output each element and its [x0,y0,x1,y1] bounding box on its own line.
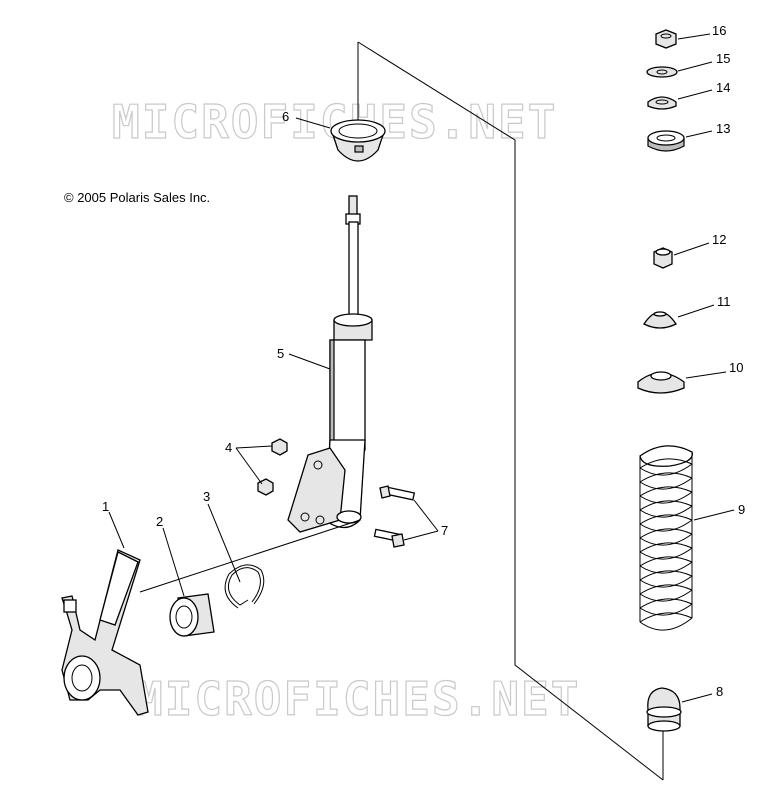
callout-9: 9 [738,502,745,517]
part-16-nut [655,29,677,49]
part-2-bearing [169,593,215,637]
assembly-outline [357,41,664,781]
part-5-strut [287,195,373,533]
part-15-washer [646,66,678,78]
callout-16: 16 [712,23,726,38]
callout-2: 2 [156,514,163,529]
callout-4: 4 [225,440,232,455]
callout-14: 14 [716,80,730,95]
part-13-bearing [647,130,685,152]
callout-12: 12 [712,232,726,247]
part-7-bolts [373,485,416,548]
part-1-knuckle [61,549,149,716]
part-10-spring-seat [637,371,685,394]
part-3-snap-ring [224,564,265,609]
watermark-bottom: MICROFICHES.NET [135,672,580,726]
copyright-text: © 2005 Polaris Sales Inc. [64,190,210,205]
callout-7: 7 [441,523,448,538]
part-9-spring [639,445,693,631]
watermark-top: MICROFICHES.NET [112,95,557,149]
callout-3: 3 [203,489,210,504]
callout-15: 15 [716,51,730,66]
part-6-upper-mount [330,119,386,162]
callout-1: 1 [102,499,109,514]
callout-10: 10 [729,360,743,375]
part-11-cup [643,311,677,329]
part-14-washer [647,96,677,110]
callout-5: 5 [277,346,284,361]
leader-lines [108,33,735,703]
part-4-nuts [257,438,288,496]
callout-8: 8 [716,684,723,699]
part-12-nut [653,247,673,269]
callout-6: 6 [282,109,289,124]
callout-13: 13 [716,121,730,136]
callout-11: 11 [717,294,731,309]
part-8-bump-stop [646,687,682,732]
